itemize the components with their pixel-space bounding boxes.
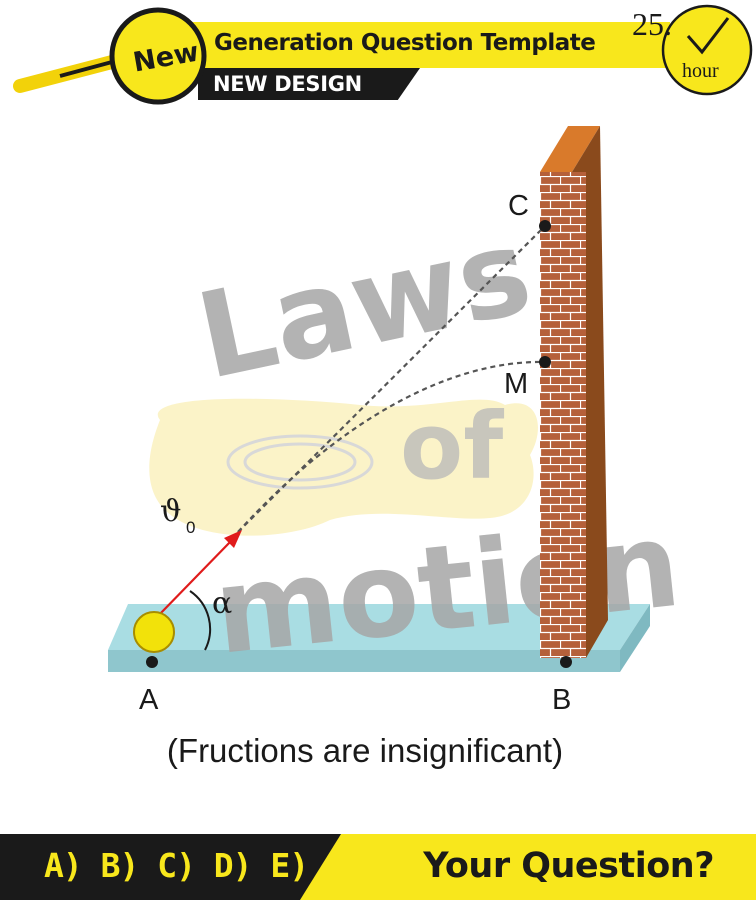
point-m-label: M	[504, 368, 529, 400]
hour-number: 25.	[632, 6, 672, 42]
angle-symbol: α	[212, 586, 233, 621]
ground-slab	[108, 604, 650, 672]
point-c-label: C	[508, 190, 529, 222]
brick-wall	[540, 126, 608, 658]
velocity-subscript: 0	[186, 518, 196, 537]
point-a-marker	[146, 656, 158, 668]
subtitle-banner	[198, 68, 420, 100]
point-a-label: A	[139, 684, 159, 716]
subtitle-text: NEW DESIGN	[213, 72, 362, 96]
footer-accent	[300, 834, 756, 900]
angle-arc	[189, 590, 212, 651]
header-banner	[150, 22, 670, 68]
question-text: Your Question?	[423, 846, 714, 886]
point-b-marker	[560, 656, 572, 668]
point-b-label: B	[552, 684, 572, 716]
hour-label: hour	[682, 60, 719, 82]
answer-choices: A) B) C) D) E)	[44, 846, 309, 885]
magnifier-icon	[13, 7, 207, 105]
point-c-marker	[539, 220, 551, 232]
ball	[133, 611, 175, 653]
velocity-symbol: ϑ	[160, 494, 182, 529]
watermark-word-2: of	[400, 393, 504, 500]
watermark-word-1: Laws	[186, 201, 541, 405]
header-title: Generation Question Template	[214, 30, 596, 56]
velocity-arrow	[156, 530, 242, 618]
trajectory-path	[237, 360, 546, 533]
watermark-blob	[149, 398, 538, 536]
point-m-marker	[539, 356, 551, 368]
note-text: (Fructions are insignificant)	[166, 732, 564, 769]
clock-check-icon	[661, 4, 753, 96]
